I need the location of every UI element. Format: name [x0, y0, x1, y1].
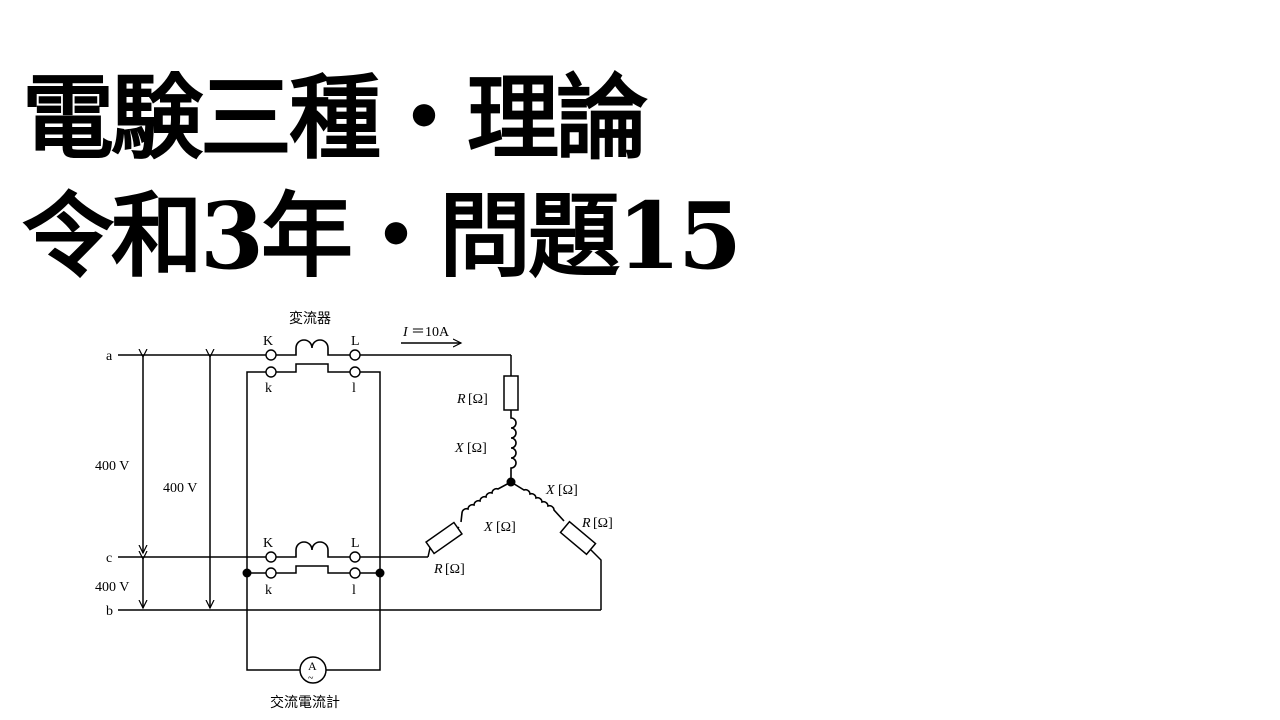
top-terminal-K: K [263, 334, 273, 349]
junction-dot-right [375, 568, 385, 578]
ammeter-symbol: A [308, 659, 317, 673]
bottom-L-terminal-circle [349, 551, 361, 563]
reactor-b-symbol: X [545, 483, 555, 498]
neutral-point-dot [506, 477, 516, 487]
reactor-b-unit: [Ω] [558, 483, 578, 498]
bottom-terminal-L: L [351, 536, 360, 551]
current-value: ＝10A [411, 325, 450, 340]
transformer-label: 変流器 [289, 310, 331, 327]
bottom-terminal-k: k [265, 583, 272, 598]
resistor-c-unit: [Ω] [445, 562, 465, 577]
title-line-1: 電験三種・理論 [22, 64, 648, 172]
reactor-c-unit: [Ω] [496, 520, 516, 535]
title-line-2: 令和3年・問題15 [22, 182, 742, 290]
resistor-b-unit: [Ω] [593, 516, 613, 531]
bottom-terminal-l: l [352, 583, 356, 598]
reactor-c-symbol: X [483, 520, 493, 535]
current-symbol: I [402, 325, 409, 340]
line-c-label: c [106, 551, 112, 566]
resistor-a [503, 375, 519, 411]
bottom-terminal-K: K [263, 536, 273, 551]
voltage-ab-label: 400 V [163, 481, 197, 496]
resistor-b [559, 520, 597, 556]
resistor-a-symbol: R [456, 392, 466, 407]
ammeter-icon [299, 656, 327, 684]
voltage-cb-label: 400 V [95, 580, 129, 595]
voltage-ac-label: 400 V [95, 459, 129, 474]
top-terminal-L: L [351, 334, 360, 349]
ammeter-label: 交流電流計 [270, 694, 340, 711]
reactor-c [460, 481, 512, 523]
top-k-terminal-circle [265, 366, 277, 378]
reactor-a-unit: [Ω] [467, 441, 487, 456]
bottom-l-terminal-circle [349, 567, 361, 579]
resistor-c [425, 521, 463, 555]
secondary-wiring [246, 371, 381, 671]
top-K-terminal-circle [265, 349, 277, 361]
reactor-a-symbol: X [454, 441, 464, 456]
top-l-terminal-circle [349, 366, 361, 378]
line-b-label: b [106, 604, 113, 619]
top-terminal-k: k [265, 381, 272, 396]
line-a-wire [118, 354, 512, 376]
bottom-K-terminal-circle [265, 551, 277, 563]
resistor-a-unit: [Ω] [468, 392, 488, 407]
reactor-a [510, 410, 517, 482]
line-b-wire [118, 562, 602, 611]
reactor-b [510, 481, 565, 522]
top-ct-coil [271, 339, 355, 373]
resistor-c-symbol: R [433, 562, 443, 577]
bottom-k-terminal-circle [265, 567, 277, 579]
ammeter-ac-mark: ~ [308, 673, 314, 684]
line-a-label: a [106, 349, 113, 364]
resistor-b-symbol: R [581, 516, 591, 531]
top-L-terminal-circle [349, 349, 361, 361]
bottom-ct-coil [247, 541, 380, 574]
junction-dot-left [242, 568, 252, 578]
top-terminal-l: l [352, 381, 356, 396]
